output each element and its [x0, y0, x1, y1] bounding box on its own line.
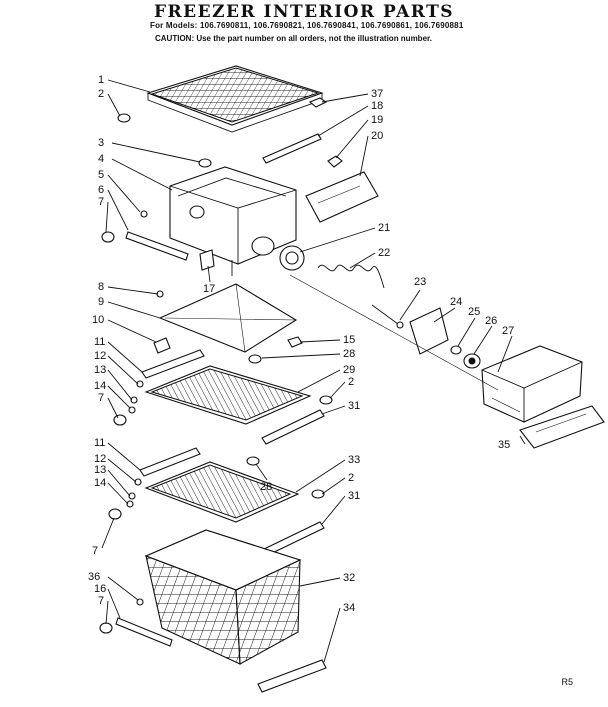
callout-7b: 7: [98, 392, 104, 404]
callout-11a: 11: [94, 336, 105, 348]
part-11-rail-b: [139, 447, 201, 477]
part-31-rail: [261, 409, 325, 445]
part-21-ring: [279, 245, 305, 271]
callout-11b: 11: [94, 437, 105, 449]
callout-29: 29: [343, 364, 355, 376]
part-27-control-housing: [481, 345, 583, 423]
callout-14a: 14: [94, 380, 106, 392]
callout-2c: 2: [348, 472, 354, 484]
part-18-rod: [262, 133, 322, 164]
part-3-clip: [198, 158, 212, 168]
part-2-clip-b: [319, 395, 333, 405]
callout-8: 8: [98, 281, 104, 293]
top-wire-shelf: [146, 65, 324, 133]
part-2-clip-c: [311, 489, 325, 499]
part-35-label: [519, 405, 605, 449]
callout-17: 17: [203, 283, 215, 295]
part-2-clip: [117, 113, 131, 123]
callout-5: 5: [98, 169, 104, 181]
callout-10: 10: [92, 314, 104, 326]
callout-28b: 28: [260, 481, 272, 493]
callout-4: 4: [98, 153, 104, 165]
part-36-16-slide: [99, 598, 173, 647]
part-19-clip: [327, 155, 343, 168]
callout-32: 32: [343, 572, 355, 584]
callout-20: 20: [371, 130, 383, 142]
part-22-spring: [317, 264, 385, 289]
callout-9: 9: [98, 296, 104, 308]
part-23-screw: [371, 304, 404, 329]
part-28-clip-b: [246, 456, 260, 466]
sheet-code: R5: [561, 677, 573, 687]
callout-22: 22: [378, 247, 390, 259]
callout-7d: 7: [98, 595, 104, 607]
callout-labels: 1 2 37 18 19 20 3 4 5 6 7 21 22 17 8 9 1…: [88, 74, 514, 614]
callout-1: 1: [98, 74, 104, 86]
middle-wire-shelf: [144, 365, 312, 425]
callout-36: 36: [88, 571, 100, 583]
part-25-nut: [450, 345, 462, 355]
part-15-clip: [287, 336, 303, 348]
part-37-clip: [308, 97, 328, 108]
callout-6: 6: [98, 184, 104, 196]
callout-2: 2: [98, 88, 104, 100]
callout-35: 35: [498, 439, 510, 451]
callout-33: 33: [348, 454, 360, 466]
callout-19: 19: [371, 114, 383, 126]
freezer-pan: [169, 166, 297, 276]
part-10-bracket: [153, 337, 171, 354]
callout-15: 15: [343, 334, 355, 346]
callout-2b: 2: [348, 376, 354, 388]
part-12-14-fasteners: [113, 380, 144, 426]
part-17-bracket: [199, 249, 215, 271]
callout-23: 23: [414, 276, 426, 288]
callout-16: 16: [94, 583, 106, 595]
part-26-knob: [463, 353, 481, 369]
callout-31b: 31: [348, 490, 360, 502]
callout-37: 37: [371, 88, 383, 100]
callout-7a: 7: [98, 196, 104, 208]
lower-wire-shelf: [144, 461, 300, 523]
page-title: FREEZER INTERIOR PARTS: [153, 2, 455, 22]
callout-7c: 7: [92, 545, 98, 557]
wire-basket: [144, 529, 302, 665]
alignment-line-fan: [289, 274, 499, 391]
callout-26: 26: [485, 315, 497, 327]
callout-12a: 12: [94, 350, 106, 362]
callout-24: 24: [450, 296, 462, 308]
part-34-rail: [257, 659, 327, 693]
callout-28a: 28: [343, 348, 355, 360]
callout-13b: 13: [94, 464, 106, 476]
callout-14b: 14: [94, 477, 106, 489]
callout-12b: 12: [94, 453, 106, 465]
callout-3: 3: [98, 137, 104, 149]
caution-note: CAUTION: Use the part number on all orde…: [155, 34, 432, 43]
callout-13a: 13: [94, 364, 106, 376]
callout-18: 18: [371, 100, 383, 112]
callout-25: 25: [468, 306, 480, 318]
part-12-14-fasteners-b: [108, 478, 142, 520]
part-20-nameplate: [305, 171, 379, 223]
part-24-housing: [409, 307, 449, 355]
part-5-6-hinge: [101, 210, 189, 261]
shelf-cover: [158, 283, 298, 353]
part-28-clip: [248, 354, 262, 364]
leader-lines: [101, 79, 526, 663]
part-11-rail: [141, 349, 205, 379]
model-numbers: For Models: 106.7690811, 106.7690821, 10…: [150, 21, 464, 30]
callout-21: 21: [378, 222, 390, 234]
callout-34: 34: [343, 602, 355, 614]
callout-27: 27: [502, 325, 514, 337]
callout-31a: 31: [348, 400, 360, 412]
